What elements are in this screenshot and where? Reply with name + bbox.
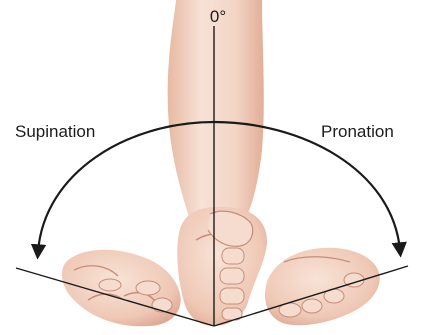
supination-label: Supination (15, 122, 95, 141)
right-fist (265, 248, 380, 325)
left-fist (62, 250, 181, 327)
forearm (168, 0, 264, 220)
pronation-label: Pronation (321, 122, 394, 141)
zero-degree-label: 0° (210, 7, 226, 26)
center-fist (177, 207, 267, 326)
